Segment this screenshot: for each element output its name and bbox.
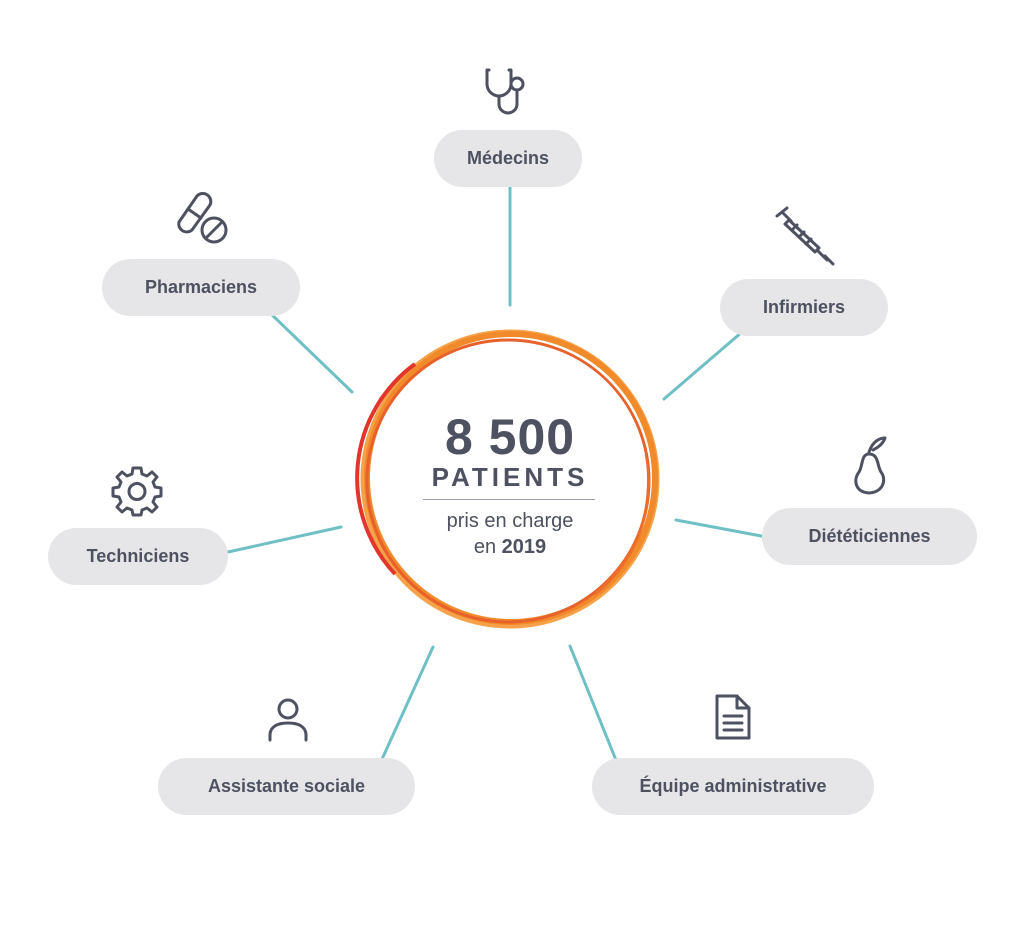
document-icon xyxy=(713,692,753,742)
patient-unit: PATIENTS xyxy=(431,462,589,492)
connector-dieteticiennes xyxy=(674,518,774,540)
pills-icon xyxy=(171,188,231,246)
person-icon xyxy=(267,697,309,743)
node-label: Diététiciennes xyxy=(808,526,931,546)
connector-equipe xyxy=(568,644,622,772)
hub-year: 2019 xyxy=(501,536,547,558)
node-pharmaciens: Pharmaciens xyxy=(102,259,300,316)
patients-hub: 8 500 PATIENTS pris en charge en 2019 xyxy=(355,324,665,634)
node-label: Médecins xyxy=(466,148,550,168)
node-dieteticiennes: Diététiciennes xyxy=(762,508,977,565)
connector-techniciens xyxy=(226,525,343,554)
stethoscope-icon xyxy=(483,66,533,118)
node-label: Équipe administrative xyxy=(639,776,827,796)
node-label: Infirmiers xyxy=(762,297,846,317)
node-label: Techniciens xyxy=(86,546,190,566)
hub-caption-prefix: en xyxy=(473,536,497,558)
node-equipe: Équipe administrative xyxy=(592,758,874,815)
connector-infirmiers xyxy=(662,330,744,401)
node-medecins: Médecins xyxy=(434,130,582,187)
gear-icon xyxy=(111,465,163,517)
connector-pharmaciens xyxy=(266,309,354,394)
connector-assistante xyxy=(376,645,435,770)
pear-icon xyxy=(851,436,891,496)
node-label: Pharmaciens xyxy=(144,277,258,297)
hub-ring xyxy=(355,329,660,629)
syringe-icon xyxy=(775,206,837,268)
node-infirmiers: Infirmiers xyxy=(720,279,888,336)
node-label: Assistante sociale xyxy=(207,776,366,796)
hub-divider xyxy=(423,499,595,500)
node-assistante: Assistante sociale xyxy=(158,758,415,815)
hub-caption-line2: en 2019 xyxy=(355,536,665,559)
node-techniciens: Techniciens xyxy=(48,528,228,585)
hub-caption-line1: pris en charge xyxy=(446,510,574,532)
patient-count: 8 500 xyxy=(444,409,576,465)
